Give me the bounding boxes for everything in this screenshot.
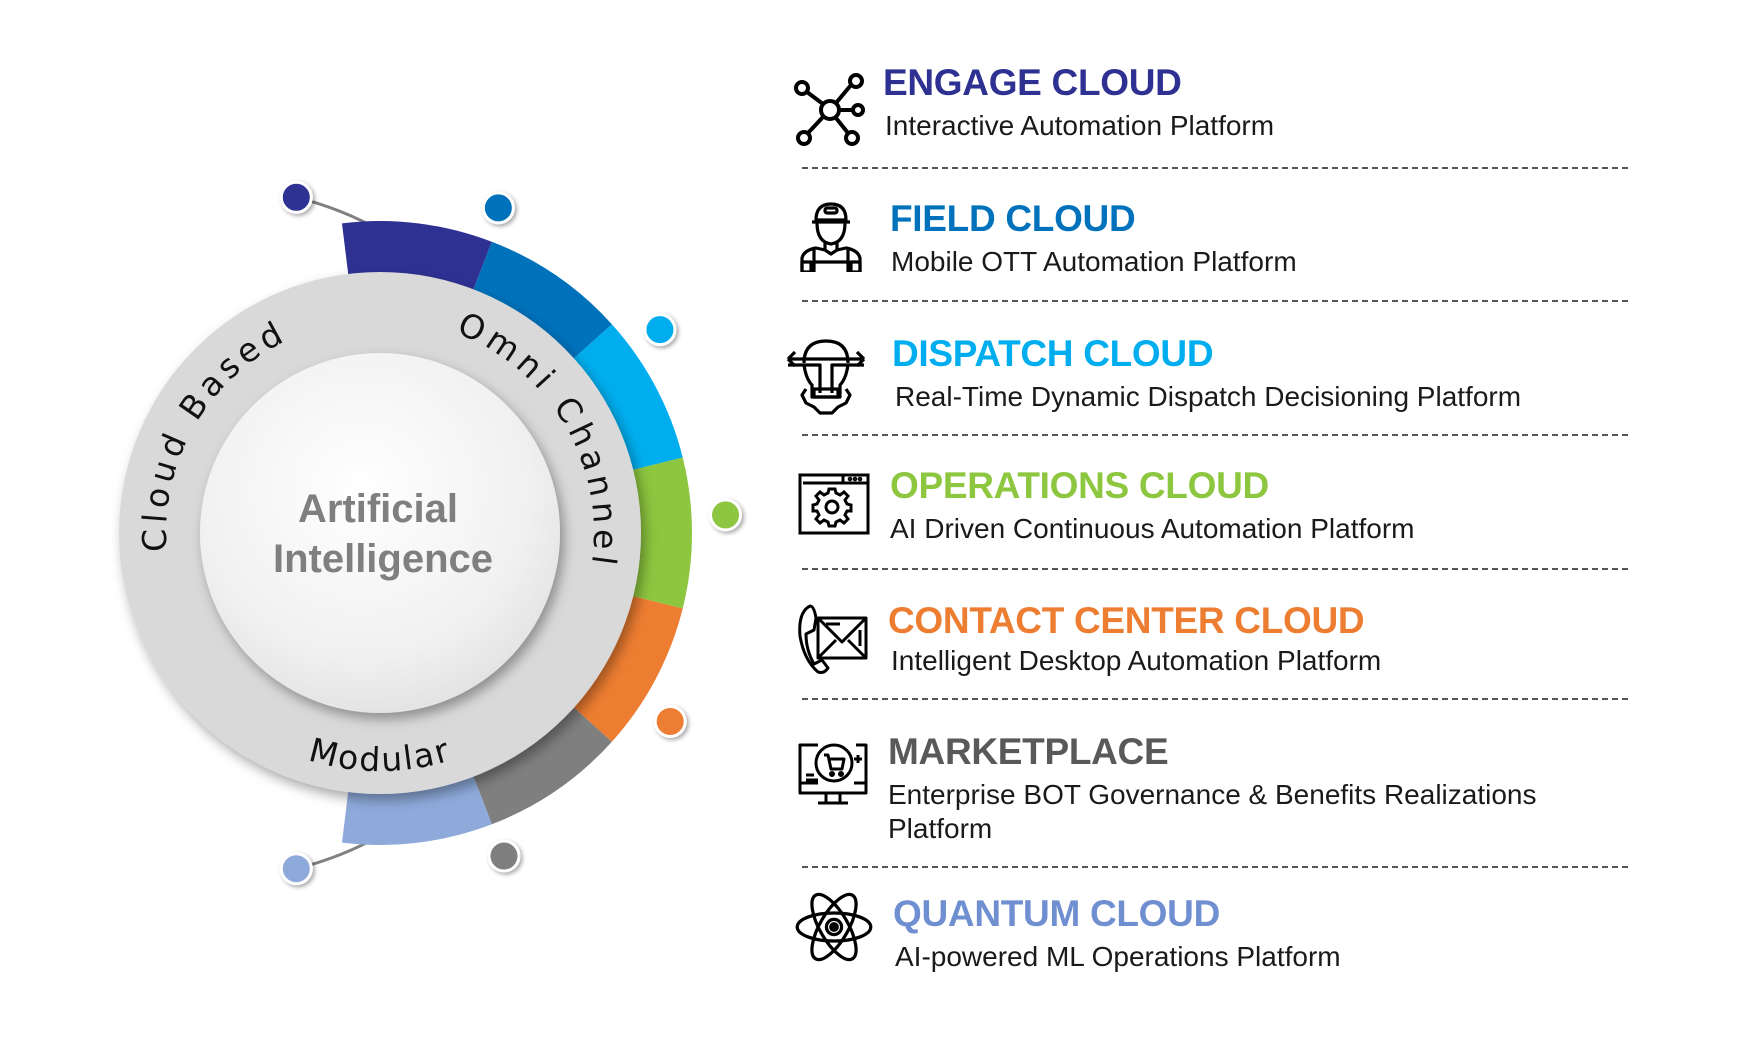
phone-mail-icon: [798, 604, 868, 674]
item-title: QUANTUM CLOUD: [893, 893, 1221, 934]
browser-gear-icon: [798, 473, 870, 535]
dot-marketplace: [487, 839, 521, 873]
connector-dots: [279, 180, 743, 886]
field-worker-icon: [800, 202, 862, 272]
item-subtitle: Real-Time Dynamic Dispatch Decisioning P…: [895, 381, 1522, 412]
dot-engage: [279, 180, 313, 214]
band-field: [462, 241, 612, 380]
divider: [802, 434, 1628, 436]
platform-item-dispatch: DISPATCH CLOUD Real-Time Dynamic Dispatc…: [786, 333, 1640, 423]
center-title-line1: Artificial: [298, 487, 458, 531]
item-title: DISPATCH CLOUD: [892, 333, 1214, 374]
item-subtitle-line2: Platform: [888, 813, 993, 844]
item-title: CONTACT CENTER CLOUD: [888, 600, 1365, 641]
platform-item-quantum: QUANTUM CLOUD AI-powered ML Operations P…: [790, 892, 1640, 983]
platform-item-field: FIELD CLOUD Mobile OTT Automation Platfo…: [790, 198, 1640, 288]
item-subtitle: AI Driven Continuous Automation Platform: [890, 513, 1415, 544]
item-title: MARKETPLACE: [888, 731, 1169, 772]
item-title: FIELD CLOUD: [890, 198, 1136, 239]
dot-contact: [653, 704, 687, 738]
lightbulb-gear-icon: [786, 339, 866, 415]
divider: [802, 300, 1628, 302]
center-disc: [200, 353, 560, 713]
atom-icon: [795, 892, 873, 962]
band-contact: [550, 588, 683, 742]
item-subtitle: Enterprise BOT Governance & Benefits Rea…: [888, 779, 1537, 810]
platform-item-engage: ENGAGE CLOUD Interactive Automation Plat…: [790, 62, 1640, 152]
platform-item-contact-center: CONTACT CENTER CLOUD Intelligent Desktop…: [790, 600, 1640, 690]
center-title-line2: Intelligence: [273, 537, 493, 581]
dot-field: [481, 191, 515, 225]
monitor-cart-icon: [798, 743, 868, 805]
network-icon: [794, 73, 865, 146]
dot-quantum: [279, 852, 313, 886]
divider: [802, 167, 1628, 169]
item-title: ENGAGE CLOUD: [883, 62, 1182, 103]
item-subtitle: Interactive Automation Platform: [885, 110, 1275, 141]
item-title: OPERATIONS CLOUD: [890, 465, 1269, 506]
band-marketplace: [462, 686, 612, 825]
item-subtitle: Intelligent Desktop Automation Platform: [891, 645, 1382, 676]
item-subtitle: AI-powered ML Operations Platform: [895, 941, 1341, 972]
divider: [802, 568, 1628, 570]
divider: [802, 698, 1628, 700]
dot-operations: [709, 498, 743, 532]
band-dispatch: [550, 324, 683, 478]
platform-item-operations: OPERATIONS CLOUD AI Driven Continuous Au…: [790, 465, 1640, 555]
dot-dispatch: [643, 313, 677, 347]
divider: [802, 866, 1628, 868]
platform-item-marketplace: MARKETPLACE Enterprise BOT Governance & …: [790, 731, 1640, 851]
platform-wheel: Cloud Based Omni Channel Modular Artific…: [119, 180, 743, 886]
item-subtitle: Mobile OTT Automation Platform: [891, 246, 1297, 277]
